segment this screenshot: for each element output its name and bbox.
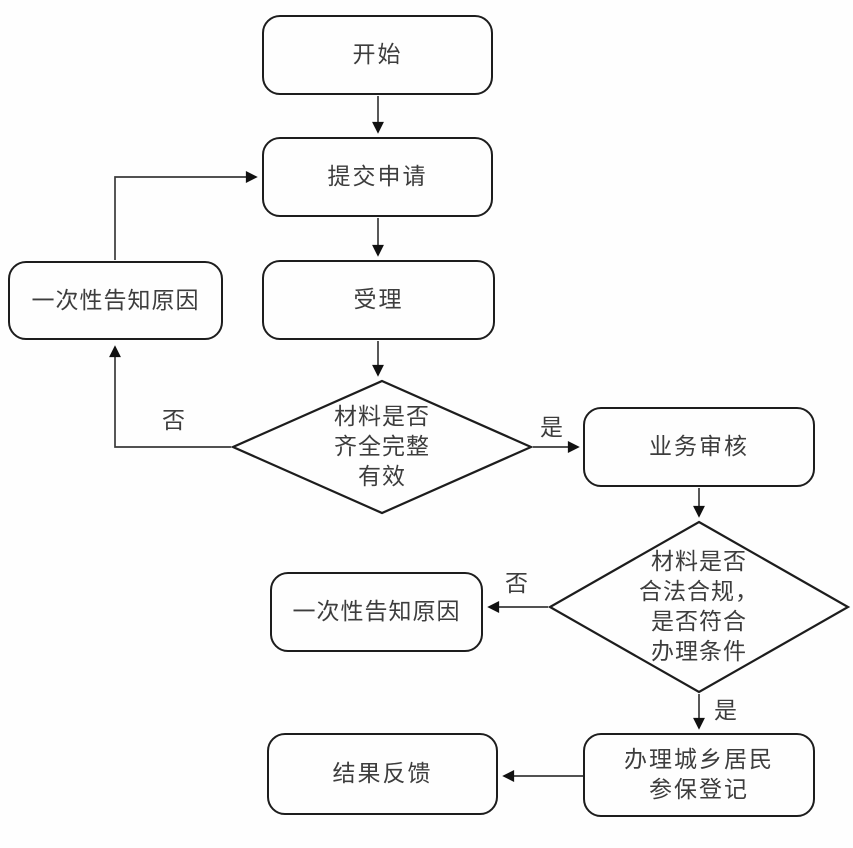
node-process-registration-label: 办理城乡居民 参保登记 bbox=[624, 747, 774, 802]
node-result-feedback-label: 结果反馈 bbox=[332, 761, 433, 786]
node-result-feedback: 结果反馈 bbox=[267, 733, 498, 815]
decision-diamond-materials-legal bbox=[547, 520, 851, 694]
edge-label-yes-2: 是 bbox=[714, 698, 737, 723]
node-process-registration: 办理城乡居民 参保登记 bbox=[583, 733, 815, 817]
edge-check1-notify1-no bbox=[109, 345, 231, 448]
node-start: 开始 bbox=[262, 15, 493, 95]
node-notify-reason-1-label: 一次性告知原因 bbox=[31, 287, 200, 313]
node-accept-label: 受理 bbox=[353, 287, 404, 312]
edge-label-no-1: 否 bbox=[162, 408, 185, 433]
node-submit-label: 提交申请 bbox=[327, 164, 428, 189]
decision-diamond-materials-complete bbox=[230, 379, 534, 515]
node-business-review: 业务审核 bbox=[583, 407, 815, 487]
node-notify-reason-2: 一次性告知原因 bbox=[270, 572, 483, 652]
node-accept: 受理 bbox=[262, 260, 495, 340]
edge-label-yes-1: 是 bbox=[540, 415, 563, 440]
node-submit-application: 提交申请 bbox=[262, 137, 493, 217]
node-notify-reason-2-label: 一次性告知原因 bbox=[292, 599, 461, 624]
node-business-review-label: 业务审核 bbox=[649, 434, 749, 459]
node-start-label: 开始 bbox=[352, 42, 403, 67]
edge-notify1-submit bbox=[114, 171, 258, 260]
node-notify-reason-1: 一次性告知原因 bbox=[8, 261, 223, 340]
edge-label-no-2: 否 bbox=[505, 571, 528, 596]
